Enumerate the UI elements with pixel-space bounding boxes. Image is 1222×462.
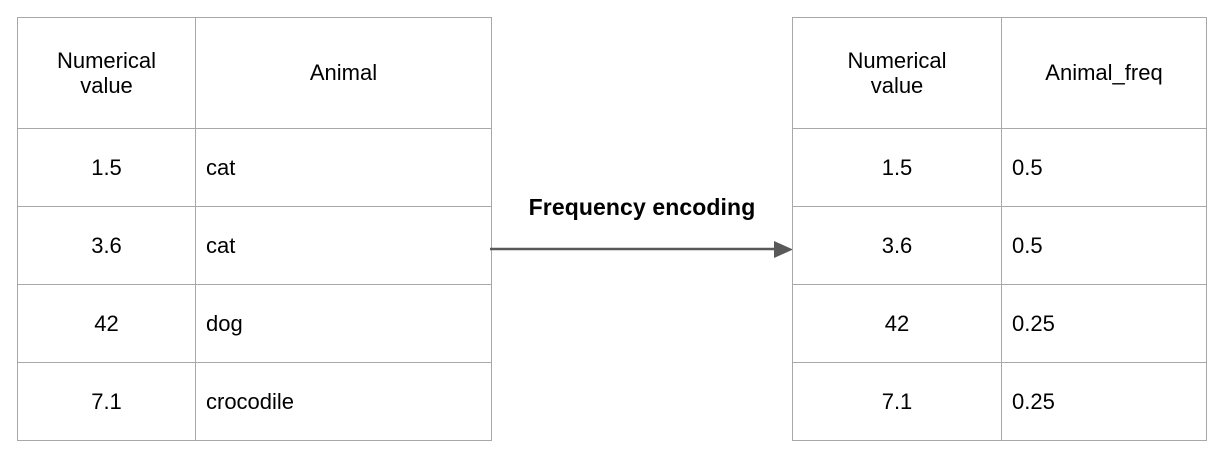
header-line-1: Numerical	[847, 47, 947, 73]
header-cell-numerical-value: Numerical value	[792, 17, 1002, 129]
header-cell-animal-freq: Animal_freq	[1001, 17, 1207, 129]
header-cell-numerical-value: Numerical value	[17, 17, 196, 129]
cell-numerical-value: 42	[792, 284, 1002, 363]
table-row: 1.5 0.5	[792, 128, 1207, 207]
table-row: 7.1 crocodile	[17, 362, 492, 441]
source-table: Numerical value Animal 1.5 cat 3.6 cat 4…	[17, 17, 492, 441]
cell-numerical-value: 1.5	[17, 128, 196, 207]
cell-animal-freq: 0.25	[1001, 362, 1207, 441]
cell-numerical-value: 3.6	[792, 206, 1002, 285]
cell-animal-freq: 0.5	[1001, 206, 1207, 285]
transform-arrow-icon	[490, 241, 793, 258]
table-row: 7.1 0.25	[792, 362, 1207, 441]
table-row: 42 0.25	[792, 284, 1207, 363]
cell-numerical-value: 42	[17, 284, 196, 363]
cell-animal: crocodile	[195, 362, 492, 441]
header-cell-animal: Animal	[195, 17, 492, 129]
table-row: 1.5 cat	[17, 128, 492, 207]
cell-animal: cat	[195, 206, 492, 285]
table-header-row: Numerical value Animal_freq	[792, 17, 1207, 129]
cell-animal-freq: 0.5	[1001, 128, 1207, 207]
transform-label: Frequency encoding	[528, 194, 756, 220]
cell-numerical-value: 7.1	[792, 362, 1002, 441]
table-row: 42 dog	[17, 284, 492, 363]
cell-numerical-value: 7.1	[17, 362, 196, 441]
header-line-1: Numerical	[56, 47, 157, 73]
table-row: 3.6 cat	[17, 206, 492, 285]
header-line-2: value	[80, 73, 133, 98]
cell-animal: dog	[195, 284, 492, 363]
table-header-row: Numerical value Animal	[17, 17, 492, 129]
encoded-table: Numerical value Animal_freq 1.5 0.5 3.6 …	[792, 17, 1207, 441]
cell-animal-freq: 0.25	[1001, 284, 1207, 363]
cell-animal: cat	[195, 128, 492, 207]
table-row: 3.6 0.5	[792, 206, 1207, 285]
cell-numerical-value: 3.6	[17, 206, 196, 285]
cell-numerical-value: 1.5	[792, 128, 1002, 207]
header-line-2: value	[870, 73, 924, 98]
